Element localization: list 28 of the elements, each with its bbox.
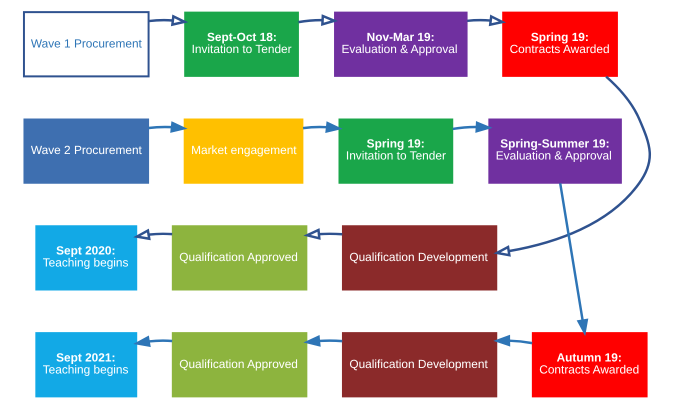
node-box: Spring-Summer 19: Evaluation & Approval — [488, 118, 622, 184]
node-box: Autumn 19: Contracts Awarded — [531, 332, 648, 398]
node-box: Qualification Approved — [171, 332, 307, 398]
node-box: Qualification Approved — [171, 225, 307, 291]
arrow — [302, 121, 342, 133]
arrow — [452, 121, 492, 133]
node-box: Sept-Oct 18: Invitation to Tender — [184, 12, 298, 77]
arrow — [132, 335, 172, 348]
node-box: Wave 1 Procurement — [22, 11, 150, 78]
arrow — [492, 334, 532, 347]
arrow — [298, 14, 338, 26]
arrow — [148, 121, 188, 133]
node-box: Nov-Mar 19: Evaluation & Approval — [334, 12, 468, 77]
node-box: Qualification Development — [341, 225, 497, 291]
node-box: Wave 2 Procurement — [22, 118, 149, 184]
node-box: Sept 2020: Teaching begins — [34, 225, 137, 291]
node-box: Sept 2021: Teaching begins — [34, 332, 137, 398]
node-box: Qualification Development — [341, 332, 497, 398]
arrow — [558, 183, 588, 336]
arrow — [302, 334, 342, 347]
node-box: Spring 19: Invitation to Tender — [338, 118, 453, 184]
arrow — [466, 14, 506, 26]
arrow — [132, 228, 172, 240]
node-box: Market engagement — [183, 118, 303, 184]
arrow — [492, 76, 650, 257]
node-box: Spring 19: Contracts Awarded — [502, 12, 618, 77]
arrow — [302, 228, 342, 240]
arrow — [148, 14, 188, 26]
